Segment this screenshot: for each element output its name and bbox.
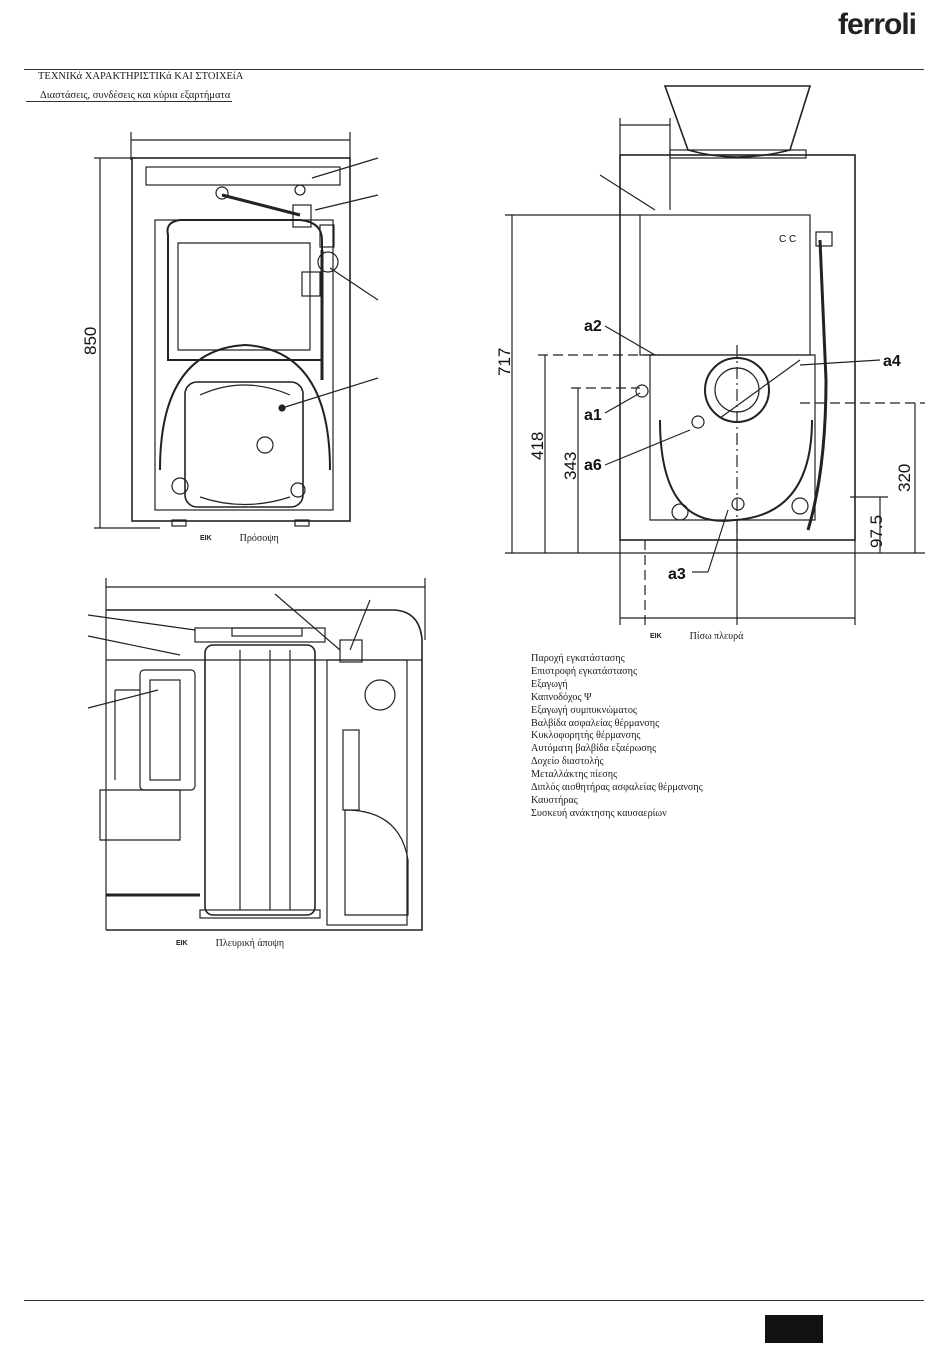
rear-label-a3: a3 xyxy=(668,566,686,583)
rear-view-drawing: C C 717 418 343 320 97.5 xyxy=(495,85,925,625)
legend-item: Αυτόματη βαλβίδα εξαέρωσης xyxy=(531,743,657,755)
side-caption-text: Πλευρική άποψη xyxy=(215,938,285,949)
rear-label-a6: a6 xyxy=(584,457,602,474)
legend-item: Κυκλοφορητής θέρμανσης xyxy=(531,730,641,742)
front-caption: ΕΙΚ Πρόσοψη xyxy=(200,533,279,544)
legend-item: Συσκευή ανάκτησης καυσαερίων xyxy=(531,807,667,819)
front-caption-prefix: ΕΙΚ xyxy=(200,535,212,542)
side-caption-prefix: ΕΙΚ xyxy=(176,940,188,947)
rear-label-a4: a4 xyxy=(883,353,901,370)
rear-caption-prefix: ΕΙΚ xyxy=(650,633,662,640)
rear-label-a1: a1 xyxy=(584,407,602,424)
page-number-box xyxy=(765,1315,823,1343)
legend-item: Καπνοδόχος Ψ xyxy=(531,691,592,703)
front-dim-850: 850 xyxy=(81,327,100,355)
rear-dim-717: 717 xyxy=(495,348,514,376)
rear-caption: ΕΙΚ Πίσω πλευρά xyxy=(650,631,743,642)
rear-dim-320: 320 xyxy=(895,464,914,492)
legend-item: Δοχείο διαστολής xyxy=(531,756,604,768)
ferroli-logo: ferroli xyxy=(838,8,917,41)
legend-item: Επιστροφή εγκατάστασης xyxy=(531,665,637,677)
legend-item: Παροχή εγκατάστασης xyxy=(531,653,625,664)
rear-caption-text: Πίσω πλευρά xyxy=(689,631,744,642)
rear-dim-418: 418 xyxy=(528,432,547,460)
legend-item: Διπλός αισθητήρας ασφαλείας θέρμανσης xyxy=(531,782,703,794)
header-rule xyxy=(24,69,924,70)
rear-dim-343: 343 xyxy=(561,452,580,480)
rear-cc-label: C C xyxy=(779,234,796,245)
front-caption-text: Πρόσοψη xyxy=(239,533,279,544)
legend-item: Μεταλλάκτης πίεσης xyxy=(531,769,618,781)
legend-item: Βαλβίδα ασφαλείας θέρμανσης xyxy=(531,717,660,729)
footer-rule xyxy=(24,1300,924,1301)
side-caption: ΕΙΚ Πλευρική άποψη xyxy=(176,938,284,949)
subsection-title: Διαστάσεις, συνδέσεις και κύρια εξαρτήμα… xyxy=(26,90,233,102)
legend-item: Εξαγωγή συμπυκνώματος xyxy=(531,704,637,716)
legend-item: Καυστήρας xyxy=(531,794,578,806)
rear-label-a2: a2 xyxy=(584,318,602,335)
legend-item: Εξαγωγή xyxy=(531,678,568,690)
components-legend: Παροχή εγκατάστασης Επιστροφή εγκατάστασ… xyxy=(531,653,703,821)
side-view-drawing xyxy=(87,578,426,931)
rear-dim-97-5: 97.5 xyxy=(867,515,886,548)
front-view-drawing xyxy=(94,132,379,529)
section-title: ΤΕΧΝΙΚά ΧΑΡΑΚΤΗΡΙΣΤΙΚά ΚΑΙ ΣΤΟΙΧΕίΑ xyxy=(38,71,244,82)
